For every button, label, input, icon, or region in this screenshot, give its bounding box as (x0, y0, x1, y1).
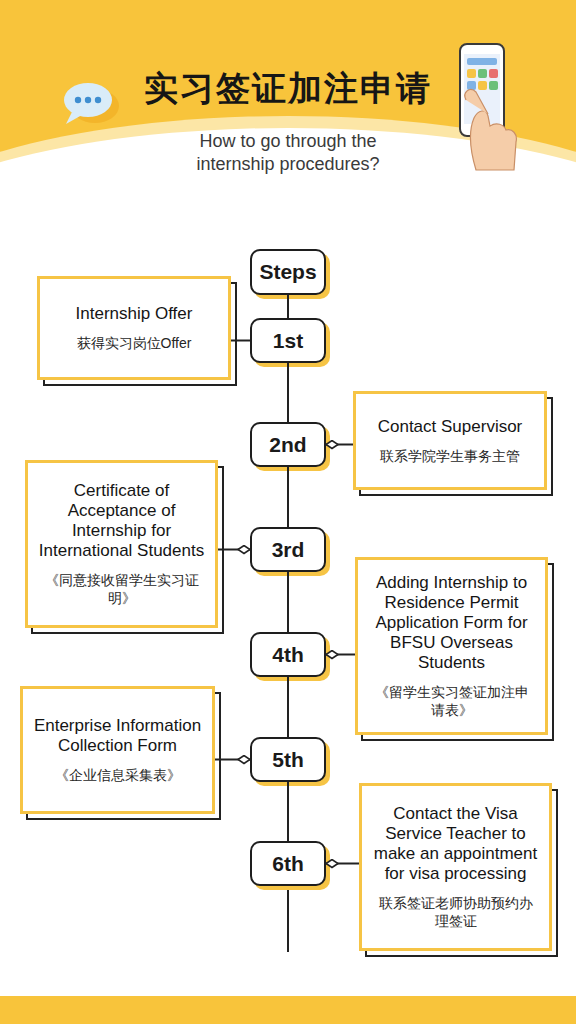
connector (287, 677, 289, 737)
card-subtext: 《留学生实习签证加注申请表》 (368, 683, 535, 719)
connector (215, 759, 250, 761)
step-card: Contact the Visa Service Teacher to make… (359, 783, 552, 951)
app-icon (478, 81, 487, 90)
step-pill: 6th (250, 841, 326, 886)
card-heading: Internship Offer (76, 304, 193, 324)
step-label: Steps (259, 260, 316, 284)
card-subtext: 联系签证老师协助预约办理签证 (372, 894, 539, 930)
step-label: 5th (272, 748, 304, 772)
app-icon (489, 81, 498, 90)
connector (287, 295, 289, 318)
step-label: 6th (272, 852, 304, 876)
connector (287, 782, 289, 841)
card-subtext: 《企业信息采集表》 (55, 766, 181, 784)
connector (287, 363, 289, 422)
step-pill: 5th (250, 737, 326, 782)
step-pill: 2nd (250, 422, 326, 467)
step-pill: 4th (250, 632, 326, 677)
app-icon (478, 69, 487, 78)
card-heading: Contact the Visa Service Teacher to make… (372, 804, 539, 884)
card-heading: Adding Internship to Residence Permit Ap… (368, 573, 535, 673)
bubble-dot (75, 97, 81, 103)
app-icon (467, 81, 476, 90)
step-label: 2nd (269, 433, 306, 457)
card-subtext: 获得实习岗位Offer (77, 334, 192, 352)
step-label: 4th (272, 643, 304, 667)
step-pill: 1st (250, 318, 326, 363)
connector (218, 549, 250, 551)
bubble-dot (95, 97, 101, 103)
card-subtext: 《同意接收留学生实习证明》 (38, 571, 205, 607)
app-bar (467, 58, 497, 65)
connector (326, 654, 355, 656)
step-card: Certificate of Acceptance of Internship … (25, 460, 218, 628)
chat-bubble-icon (64, 83, 119, 124)
footer-band (0, 996, 576, 1024)
step-card: Adding Internship to Residence Permit Ap… (355, 557, 548, 735)
card-heading: Enterprise Information Collection Form (33, 716, 202, 756)
bubble-front (64, 83, 112, 117)
step-pill: 3rd (250, 527, 326, 572)
step-card: Enterprise Information Collection Form 《企… (20, 686, 215, 814)
thumb (465, 90, 488, 114)
step-card: Contact Supervisor 联系学院学生事务主管 (353, 391, 547, 490)
step-label: 3rd (272, 538, 305, 562)
timeline-tail (287, 886, 289, 952)
subtitle: How to go through the internship procedu… (158, 130, 418, 176)
connector (326, 444, 353, 446)
bubble-tail (66, 112, 82, 124)
bubble-dot (85, 97, 91, 103)
card-heading: Contact Supervisor (378, 417, 523, 437)
connector (326, 863, 359, 865)
app-icon (489, 69, 498, 78)
step-label: 1st (273, 329, 303, 353)
page-fill (0, 240, 576, 1000)
diagram-title: 实习签证加注申请 (0, 66, 576, 112)
connector (287, 467, 289, 527)
step-pill: Steps (250, 249, 326, 295)
step-card: Internship Offer 获得实习岗位Offer (37, 276, 231, 380)
card-heading: Certificate of Acceptance of Internship … (38, 481, 205, 561)
card-subtext: 联系学院学生事务主管 (380, 447, 520, 465)
phone-hand-icon (460, 44, 516, 170)
connector (231, 340, 250, 342)
connector (287, 572, 289, 632)
app-icon (467, 69, 476, 78)
hand (470, 111, 516, 170)
